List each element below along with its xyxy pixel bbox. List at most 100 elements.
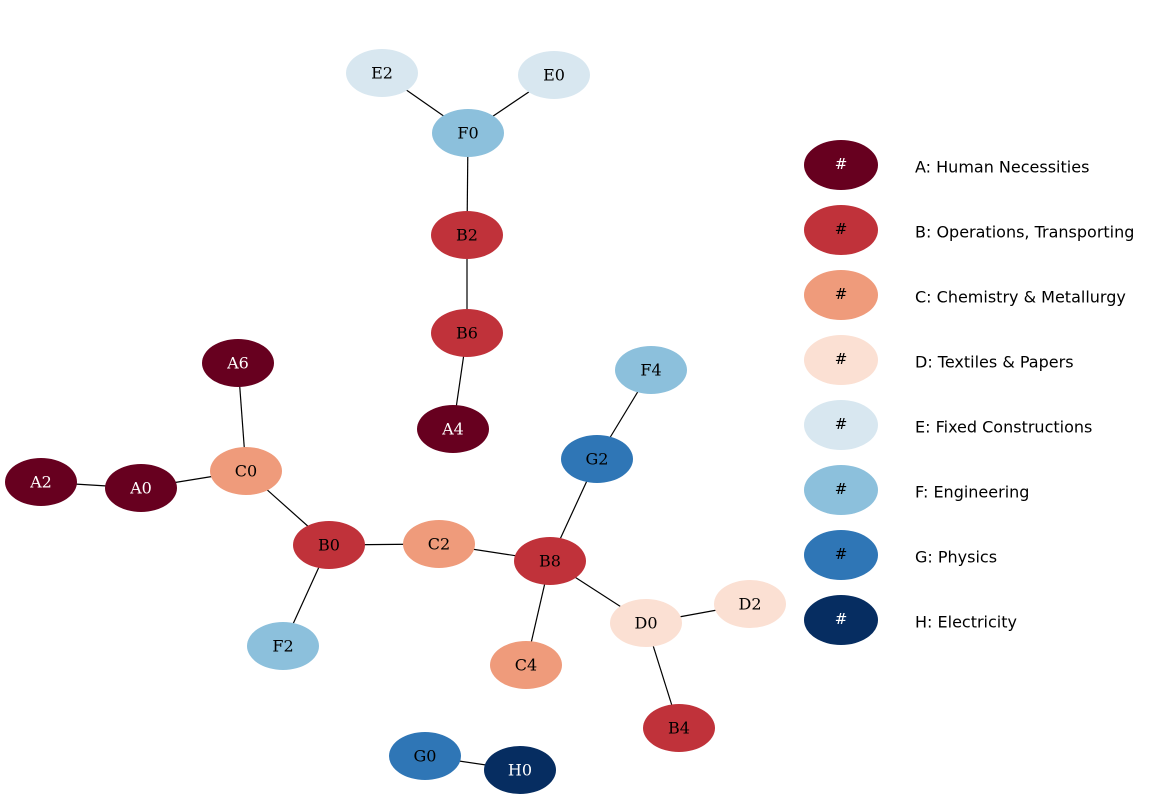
node-f2[interactable]: F2 bbox=[247, 622, 319, 670]
node-shape bbox=[247, 622, 319, 670]
node-label: F4 bbox=[640, 361, 661, 380]
legend-swatch bbox=[804, 205, 878, 255]
node-g2[interactable]: G2 bbox=[561, 435, 633, 483]
legend-item-d: # D: Textiles & Papers bbox=[804, 335, 1074, 385]
node-label: B0 bbox=[318, 536, 340, 555]
legend: # A: Human Necessities # B: Operations, Tra… bbox=[804, 140, 1134, 645]
node-shape bbox=[615, 346, 687, 394]
node-shape bbox=[431, 309, 503, 357]
node-label: B8 bbox=[539, 552, 561, 571]
legend-label: A: Human Necessities bbox=[915, 158, 1089, 177]
legend-swatch-symbol: # bbox=[835, 545, 848, 563]
node-c4[interactable]: C4 bbox=[490, 641, 562, 689]
node-shape bbox=[417, 405, 489, 453]
legend-label: B: Operations, Transporting bbox=[915, 223, 1134, 242]
legend-swatch bbox=[804, 140, 878, 190]
legend-label: E: Fixed Constructions bbox=[915, 418, 1092, 437]
node-label: C2 bbox=[428, 535, 450, 554]
node-label: A0 bbox=[129, 479, 152, 498]
node-shape bbox=[389, 732, 461, 780]
node-shape bbox=[293, 521, 365, 569]
legend-swatch-symbol: # bbox=[835, 350, 848, 368]
legend-item-a: # A: Human Necessities bbox=[804, 140, 1089, 190]
legend-label: D: Textiles & Papers bbox=[915, 353, 1074, 372]
node-d2[interactable]: D2 bbox=[714, 580, 786, 628]
node-label: C4 bbox=[515, 656, 537, 675]
node-label: F0 bbox=[457, 124, 478, 143]
legend-label: G: Physics bbox=[915, 548, 997, 567]
node-a6[interactable]: A6 bbox=[202, 339, 274, 387]
legend-item-h: #H: Electricity bbox=[804, 595, 1017, 645]
node-label: A4 bbox=[441, 420, 464, 439]
node-c2[interactable]: C2 bbox=[403, 520, 475, 568]
legend-swatch-symbol: # bbox=[835, 155, 848, 173]
node-f0[interactable]: F0 bbox=[432, 109, 504, 157]
node-shape bbox=[210, 447, 282, 495]
node-shape bbox=[518, 51, 590, 99]
node-a2[interactable]: A2 bbox=[5, 458, 77, 506]
node-shape bbox=[490, 641, 562, 689]
legend-swatch-symbol: # bbox=[835, 285, 848, 303]
legend-swatch bbox=[804, 400, 878, 450]
node-label: B6 bbox=[456, 324, 478, 343]
node-e0[interactable]: E0 bbox=[518, 51, 590, 99]
node-label: D2 bbox=[738, 595, 761, 614]
node-c0[interactable]: C0 bbox=[210, 447, 282, 495]
legend-label: F: Engineering bbox=[915, 483, 1029, 502]
node-shape bbox=[105, 464, 177, 512]
legend-label: C: Chemistry & Metallurgy bbox=[915, 288, 1126, 307]
legend-item-e: # E: Fixed Constructions bbox=[804, 400, 1092, 450]
node-b2[interactable]: B2 bbox=[431, 211, 503, 259]
legend-swatch-symbol: # bbox=[835, 220, 848, 238]
node-label: B4 bbox=[668, 719, 690, 738]
node-label: A2 bbox=[29, 473, 52, 492]
node-label: F2 bbox=[272, 637, 293, 656]
node-b4[interactable]: B4 bbox=[643, 704, 715, 752]
node-label: B2 bbox=[456, 226, 478, 245]
legend-item-b: # B: Operations, Transporting bbox=[804, 205, 1134, 255]
node-shape bbox=[5, 458, 77, 506]
node-e2[interactable]: E2 bbox=[346, 49, 418, 97]
legend-swatch bbox=[804, 270, 878, 320]
node-shape bbox=[202, 339, 274, 387]
node-label: G0 bbox=[414, 747, 437, 766]
node-shape bbox=[561, 435, 633, 483]
node-shape bbox=[403, 520, 475, 568]
legend-swatch-symbol: # bbox=[835, 480, 848, 498]
node-label: E0 bbox=[543, 66, 565, 85]
node-a0[interactable]: A0 bbox=[105, 464, 177, 512]
node-label: H0 bbox=[508, 761, 532, 780]
node-shape bbox=[431, 211, 503, 259]
legend-item-c: # C: Chemistry & Metallurgy bbox=[804, 270, 1126, 320]
node-shape bbox=[714, 580, 786, 628]
node-label: G2 bbox=[586, 450, 609, 469]
legend-item-g: # G: Physics bbox=[804, 530, 997, 580]
node-shape bbox=[346, 49, 418, 97]
node-label: A6 bbox=[226, 354, 249, 373]
edges-layer bbox=[40, 72, 751, 771]
node-shape bbox=[432, 109, 504, 157]
legend-swatch bbox=[804, 335, 878, 385]
node-g0[interactable]: G0 bbox=[389, 732, 461, 780]
legend-swatch bbox=[804, 595, 878, 645]
node-shape bbox=[484, 746, 556, 794]
node-shape bbox=[514, 537, 586, 585]
node-h0[interactable]: H0 bbox=[484, 746, 556, 794]
node-label: C0 bbox=[235, 462, 257, 481]
node-shape bbox=[643, 704, 715, 752]
legend-item-f: # F: Engineering bbox=[804, 465, 1029, 515]
node-d0[interactable]: D0 bbox=[610, 599, 682, 647]
legend-swatch-symbol: # bbox=[835, 610, 848, 628]
node-b8[interactable]: B8 bbox=[514, 537, 586, 585]
node-b6[interactable]: B6 bbox=[431, 309, 503, 357]
legend-swatch-symbol: # bbox=[835, 415, 848, 433]
node-a4[interactable]: A4 bbox=[417, 405, 489, 453]
node-f4[interactable]: F4 bbox=[615, 346, 687, 394]
legend-swatch bbox=[804, 465, 878, 515]
legend-swatch bbox=[804, 530, 878, 580]
node-label: E2 bbox=[371, 64, 393, 83]
node-shape bbox=[610, 599, 682, 647]
node-b0[interactable]: B0 bbox=[293, 521, 365, 569]
